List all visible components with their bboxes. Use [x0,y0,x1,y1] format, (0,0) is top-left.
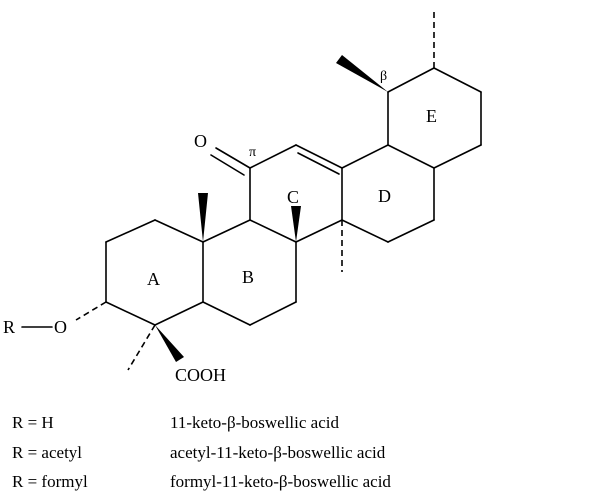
ring-a-bonds [105,219,204,326]
pi-label: π [249,145,256,160]
ring-a-label: A [147,269,160,289]
ring-d-bonds [341,144,435,243]
ketone-bond [210,147,251,176]
ring-d-label: D [378,186,391,206]
r-group-label: R [3,317,15,337]
cooh-label: COOH [175,365,226,385]
ring-e-label: E [426,106,437,126]
ring-c-label: C [287,187,299,207]
hydroxyl-hash [75,301,107,321]
cooh-wedge [155,325,184,362]
ring-b-bonds [202,219,297,326]
methyl-wedge-ring-a [198,193,208,242]
ring-b-label: B [242,267,254,287]
methyl-wedge-ring-c [291,206,301,242]
methyl-hash-ring-a [127,324,156,371]
beta-label: β [380,69,387,84]
ketone-oxygen-label: O [194,131,207,151]
ether-oxygen-label: O [54,317,67,337]
ring-c-bonds [249,144,343,243]
ring-e-bonds [387,67,482,169]
methyl-wedge-ring-e [336,55,388,92]
